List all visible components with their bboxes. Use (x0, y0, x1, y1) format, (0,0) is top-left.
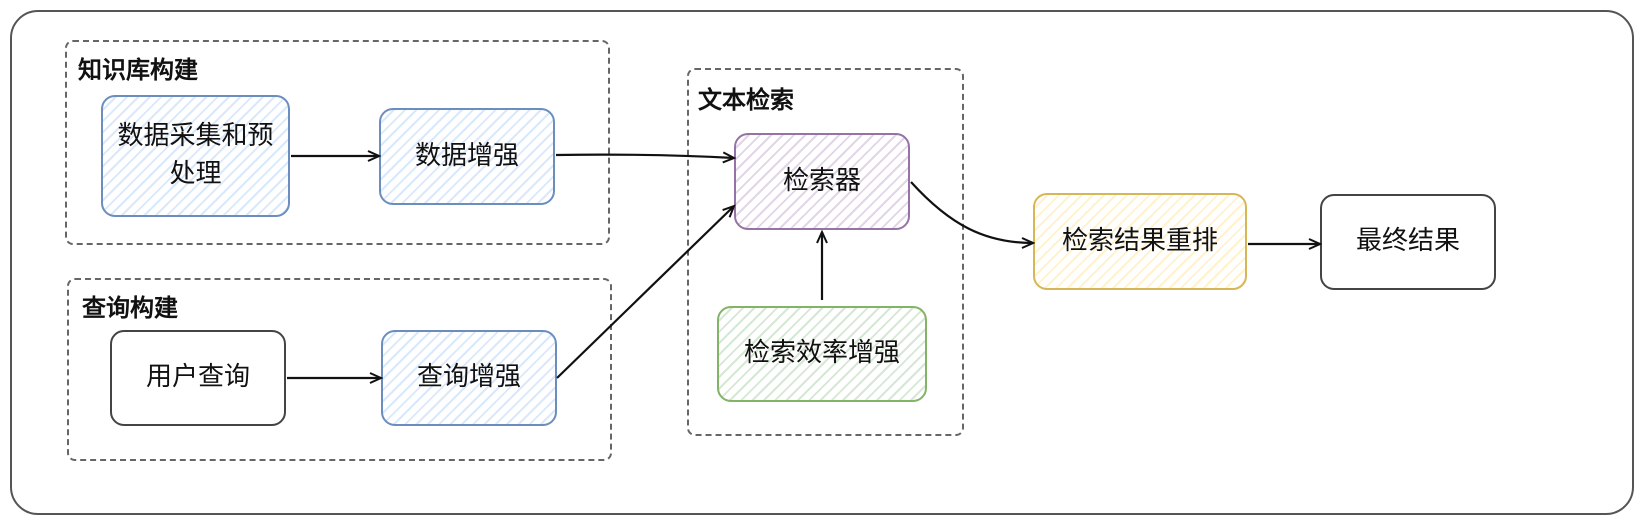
group-knowledge-base-label: 知识库构建 (78, 56, 198, 84)
node-data-collection-line1: 数据采集和预 (117, 121, 274, 152)
node-query-enhance: 查询增强 (381, 330, 557, 426)
node-efficiency-enhance: 检索效率增强 (717, 306, 927, 402)
node-final-result: 最终结果 (1320, 194, 1496, 290)
group-query-label: 查询构建 (82, 294, 178, 322)
node-data-collection-line2: 处理 (169, 159, 222, 189)
group-knowledge-base (65, 40, 610, 245)
node-data-enhance: 数据增强 (379, 108, 555, 205)
node-user-query: 用户查询 (110, 330, 286, 426)
group-retrieval-label: 文本检索 (698, 86, 794, 114)
node-retriever: 检索器 (734, 133, 910, 230)
node-rerank: 检索结果重排 (1033, 193, 1247, 290)
node-data-collection: 数据采集和预 处理 (101, 95, 290, 217)
